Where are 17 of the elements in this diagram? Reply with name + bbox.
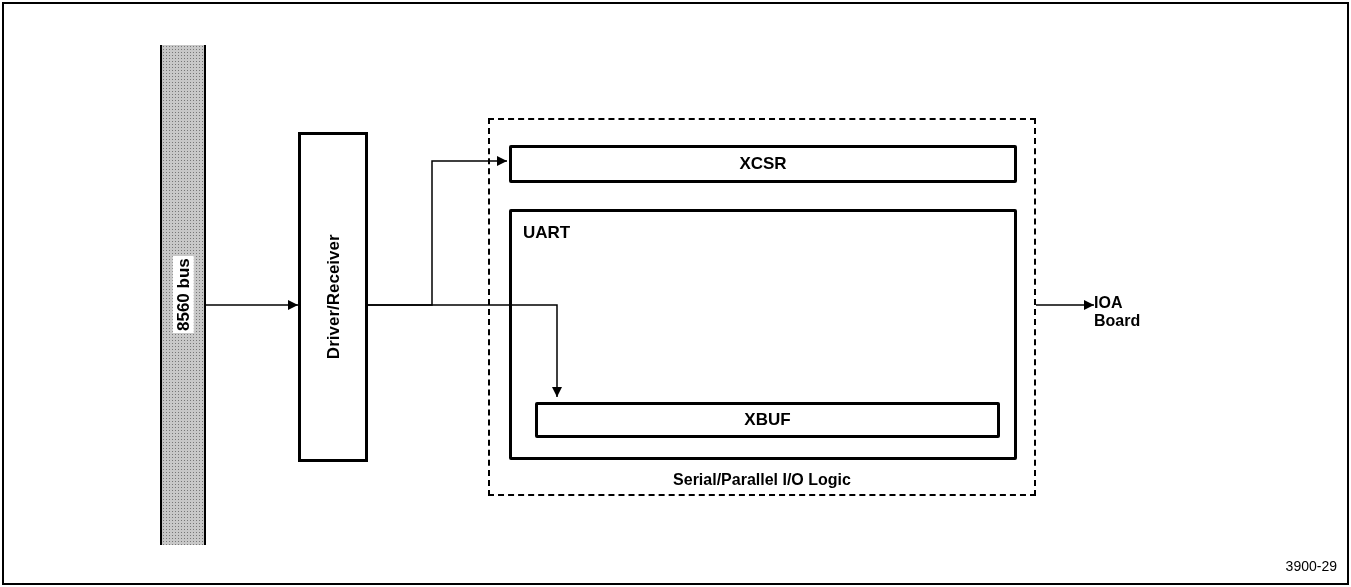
bus-label: 8560 bus — [172, 256, 194, 334]
figure-number: 3900-29 — [1285, 557, 1337, 576]
register-box — [509, 145, 1017, 183]
process-box — [298, 132, 368, 462]
system-bus-bar — [160, 45, 206, 545]
node-title: UART — [523, 223, 571, 242]
arrow — [367, 304, 562, 398]
register-box — [535, 402, 1000, 438]
group-box — [488, 118, 1036, 496]
node-title: XCSR — [739, 153, 787, 176]
node-title: XBUF — [744, 409, 791, 432]
component-box — [509, 209, 1017, 460]
node-title: Driver/Receiver — [322, 234, 344, 360]
node-title: Serial/Parallel I/O Logic — [673, 470, 851, 490]
arrow — [205, 300, 299, 310]
node-title: IOA Board — [1094, 293, 1142, 331]
arrow — [1035, 300, 1095, 310]
